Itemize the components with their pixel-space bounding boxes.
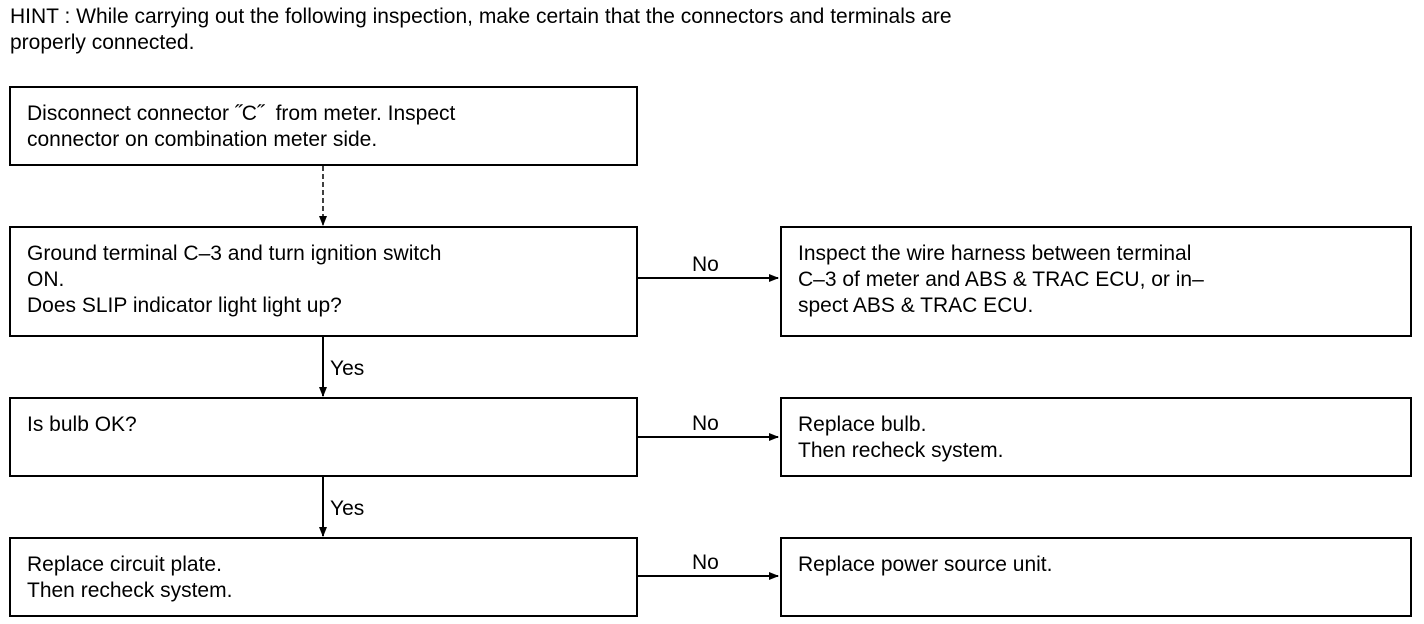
step-text: Disconnect connector ˝C˝ from meter. Ins… — [27, 102, 456, 125]
result-box-replace-power-source: Replace power source unit. — [780, 537, 1412, 617]
step-box-ground-terminal: Ground terminal C–3 and turn ignition sw… — [9, 226, 638, 337]
step-text: Replace circuit plate. — [27, 553, 222, 576]
result-box-replace-bulb: Replace bulb. Then recheck system. — [780, 397, 1412, 477]
no-label: No — [692, 412, 719, 435]
result-text: Then recheck system. — [798, 439, 1004, 462]
step-text: Does SLIP indicator light light up? — [27, 294, 342, 317]
step-text: ON. — [27, 268, 65, 291]
step-box-bulb-check: Is bulb OK? — [9, 397, 638, 477]
result-text: Replace bulb. — [798, 413, 927, 436]
step-text: Then recheck system. — [27, 579, 233, 602]
result-text: C–3 of meter and ABS & TRAC ECU, or in– — [798, 268, 1204, 291]
step-box-disconnect-connector: Disconnect connector ˝C˝ from meter. Ins… — [9, 86, 638, 166]
result-text: spect ABS & TRAC ECU. — [798, 294, 1034, 317]
step-text: connector on combination meter side. — [27, 128, 378, 151]
hint-line: properly connected. — [10, 31, 195, 54]
result-text: Inspect the wire harness between termina… — [798, 242, 1192, 265]
result-box-inspect-wire-harness: Inspect the wire harness between termina… — [780, 226, 1412, 337]
result-text: Replace power source unit. — [798, 553, 1053, 576]
no-label: No — [692, 551, 719, 574]
yes-label: Yes — [330, 497, 365, 520]
step-text: Ground terminal C–3 and turn ignition sw… — [27, 242, 442, 265]
step-text: Is bulb OK? — [27, 413, 137, 436]
no-label: No — [692, 253, 719, 276]
hint-line: HINT : While carrying out the following … — [10, 5, 952, 28]
step-box-replace-circuit-plate: Replace circuit plate. Then recheck syst… — [9, 537, 638, 617]
yes-label: Yes — [330, 357, 365, 380]
hint-text: HINT : While carrying out the following … — [10, 4, 1310, 56]
